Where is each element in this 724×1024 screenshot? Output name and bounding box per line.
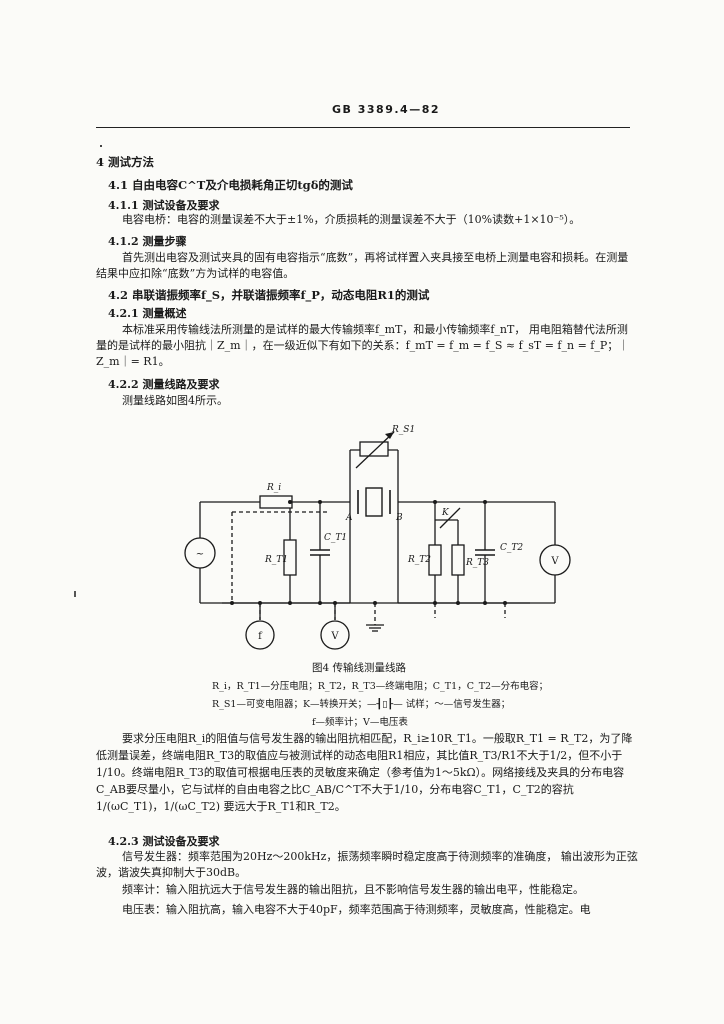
section-4-1-1-title: 4.1.1 测试设备及要求 [108,199,220,212]
label-v-right: V [550,556,559,567]
label-gen: ~ [196,549,204,560]
label-v-bottom: V [330,631,339,642]
section-4-2-1-text: 本标准采用传输线法所测量的是试样的最大传输频率f_mT，和最小传输频率f_nT，… [96,323,630,368]
circuit-diagram: R_S1 R_i R_T1 C_T1 R_T2 R_T3 C_T2 A B K … [184,425,571,650]
figure-legend-3: f—频率计；V—电压表 [312,717,408,728]
frequency-meter-icon [245,620,275,650]
section-4-1-title: 4.1 自由电容C^T及介电损耗角正切tgδ的测试 [108,178,353,192]
voltmeter-right-icon [539,544,571,576]
figure-legend-2: R_S1—可变电阻器；K—转换开关；—┨▯┠— 试样；～—信号发生器； [212,699,511,710]
rt3-resistor [451,544,465,576]
rt1-resistor [283,539,297,576]
section-4-1-2-text: 首先测出电容及测试夹具的固有电容指示“底数”，再将试样置入夹具接至电桥上测量电容… [96,251,629,280]
label-ri: R_i [266,483,281,493]
label-rt1: R_T1 [264,555,288,565]
label-b: B [395,513,403,523]
section-4-2-3-p2: 频率计：输入阻抗远大于信号发生器的输出阻抗，且不影响信号发生器的输出电平，性能稳… [122,883,584,896]
ri-resistor [259,495,293,509]
specimen-crystal [365,487,383,517]
standard-number: GB 3389.4—82 [332,103,440,116]
section-4-title: 4 测试方法 [96,155,155,169]
label-ct1: C_T1 [324,533,347,543]
rs1-variable-resistor [359,441,389,457]
label-ct2: C_T2 [500,543,523,553]
label-a: A [345,513,353,523]
page-speck-2 [74,591,76,597]
section-4-1-2-title: 4.1.2 测量步骤 [108,235,187,248]
signal-generator-icon [184,537,216,569]
voltmeter-bottom-icon [320,620,350,650]
figure-caption: 图4 传输线测量线路 [312,662,407,674]
header-rule [96,127,630,128]
section-4-1-1-text: 电容电桥：电容的测量误差不大于±1%，介质损耗的测量误差不大于（10%读数+1×… [122,213,581,226]
section-4-2-3-p1: 信号发生器：频率范围为20Hz～200kHz，振荡频率瞬时稳定度高于待测频率的准… [96,850,638,879]
label-rt3: R_T3 [465,558,489,568]
section-4-2-1-title: 4.2.1 测量概述 [108,307,187,320]
section-4-2-3-p3: 电压表：输入阻抗高，输入电容不大于40pF，频率范围高于待测频率，灵敏度高，性能… [122,903,591,916]
section-4-2-2-text: 测量线路如图4所示。 [122,394,228,407]
rt2-resistor [428,544,442,576]
label-rs1: R_S1 [391,425,415,435]
label-k: K [441,508,450,518]
section-4-2-2-title: 4.2.2 测量线路及要求 [108,378,220,391]
section-4-2-title: 4.2 串联谐振频率f_S，并联谐振频率f_P，动态电阻R1的测试 [108,288,430,302]
label-f: f [258,631,263,642]
section-4-2-3-title: 4.2.3 测试设备及要求 [108,835,220,848]
requirement-text: 要求分压电阻R_i的阻值与信号发生器的输出阻抗相匹配，R_i≥10R_T1。一般… [96,732,633,813]
figure-legend-1: R_i，R_T1—分压电阻；R_T2，R_T3—终端电阻；C_T1，C_T2—分… [212,681,549,692]
page-speck [100,145,102,147]
label-rt2: R_T2 [407,555,431,565]
